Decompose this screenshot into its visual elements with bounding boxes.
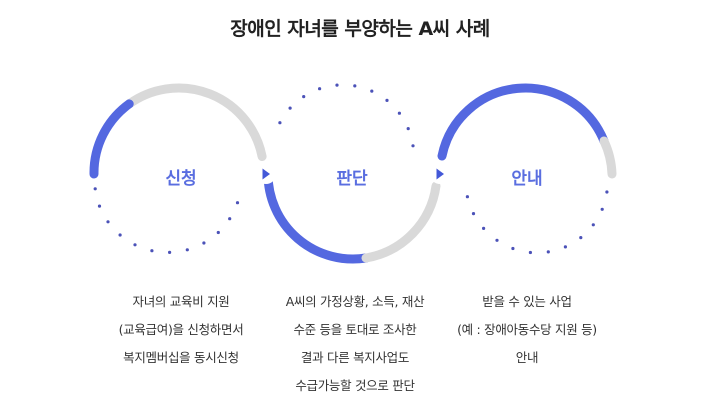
description-line: 수급가능할 것으로 판단 [295, 378, 415, 393]
description-line: 자녀의 교육비 지원 [132, 294, 230, 309]
circle-1-dots [93, 187, 240, 254]
circle-2-dots [278, 83, 415, 148]
connector-2 [430, 164, 450, 184]
description-line: 결과 다른 복지사업도 [300, 350, 410, 365]
description-line: 받을 수 있는 사업 [482, 294, 572, 309]
description-line: (예 : 장애아동수당 지원 등) [457, 322, 597, 337]
circle-1-progress-arc [89, 99, 134, 179]
description-line: (교육급여)을 신청하면서 [118, 322, 244, 337]
circle-1 [89, 83, 267, 254]
step-1-label: 신청 [165, 169, 197, 189]
description-line: 수준 등을 토대로 조사한 [293, 322, 417, 337]
circle-2 [263, 83, 441, 264]
circle-2-progress-arc [263, 169, 371, 264]
circle-3 [437, 83, 617, 255]
circle-3-progress-arc [437, 83, 609, 161]
step-3-description: 받을 수 있는 사업 (예 : 장애아동수당 지원 등) 안내 [412, 288, 642, 372]
circle-3-track-arc [599, 136, 617, 179]
connector-1 [256, 164, 276, 184]
circle-2-track-arc [361, 181, 441, 263]
circle-3-dots [465, 190, 609, 255]
step-3-label: 안내 [511, 169, 543, 189]
description-line: A씨의 가정상황, 소득, 재산 [285, 294, 425, 309]
arrow-right-icon [262, 168, 270, 180]
description-line: 안내 [515, 350, 539, 365]
description-line: 복지멤버십을 동시신청 [123, 350, 239, 365]
arrow-right-icon [436, 168, 444, 180]
step-1-description: 자녀의 교육비 지원 (교육급여)을 신청하면서 복지멤버십을 동시신청 [66, 288, 296, 372]
step-2-description: A씨의 가정상황, 소득, 재산 수준 등을 토대로 조사한 결과 다른 복지사… [240, 288, 470, 400]
circle-1-track-arc [124, 83, 267, 161]
step-2-label: 판단 [336, 169, 368, 189]
page-title: 장애인 자녀를 부양하는 A씨 사례 [230, 18, 490, 40]
